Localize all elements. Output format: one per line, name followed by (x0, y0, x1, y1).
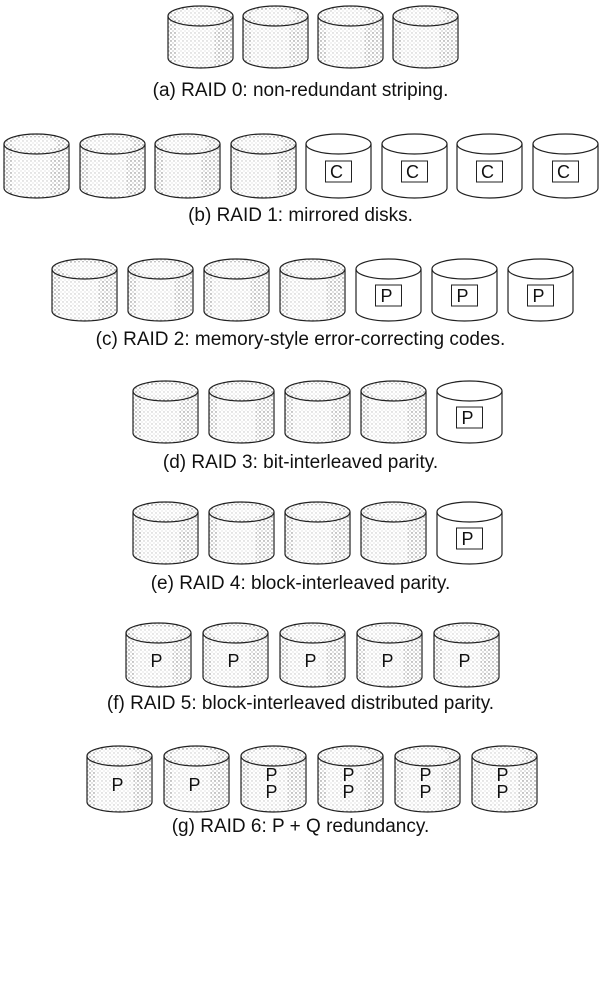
raid2-caption: (c) RAID 2: memory-style error-correctin… (95, 329, 506, 350)
disk-label: P (458, 651, 470, 671)
disk-icon: PP (317, 745, 384, 813)
disk-icon (127, 258, 194, 322)
disk-label: C (557, 162, 570, 182)
disk-icon: P (86, 745, 153, 813)
disk-label: C (481, 162, 494, 182)
raid3-disks: P (0, 379, 601, 447)
disk-label: P (461, 408, 473, 428)
raid4-disks: P (0, 500, 601, 568)
disk-label: P (419, 782, 431, 802)
disk-icon: PP (394, 745, 461, 813)
disk-label: P (532, 286, 544, 306)
disk-icon: P (125, 622, 192, 688)
disk-icon (392, 5, 459, 69)
raid4-row: P (e) RAID 4: block-interleaved parity. (0, 496, 601, 599)
disk-icon: C (456, 133, 523, 199)
disk-label: P (265, 782, 277, 802)
raid6-caption: (g) RAID 6: P + Q redundancy. (171, 816, 430, 837)
disk-icon: C (305, 133, 372, 199)
raid3-caption: (d) RAID 3: bit-interleaved parity. (162, 452, 439, 473)
disk-label: C (330, 162, 343, 182)
disk-label: C (406, 162, 419, 182)
raid0-disks (0, 4, 601, 72)
disk-icon (242, 5, 309, 69)
raid1-row: C C C C (b) RAID 1: mirrored disks. (0, 128, 601, 231)
disk-icon (3, 133, 70, 199)
disk-label: P (150, 651, 162, 671)
disk-icon (284, 501, 351, 565)
disk-icon: PP (240, 745, 307, 813)
disk-label: P (304, 651, 316, 671)
disk-icon: P (507, 258, 574, 322)
disk-icon (51, 258, 118, 322)
disk-label: P (188, 775, 200, 795)
disk-icon (203, 258, 270, 322)
disk-label: P (496, 782, 508, 802)
disk-icon (167, 5, 234, 69)
disk-icon: P (202, 622, 269, 688)
raid1-caption: (b) RAID 1: mirrored disks. (188, 205, 413, 226)
disk-icon (78, 133, 146, 199)
disk-icon: P (279, 622, 346, 688)
disk-label: P (227, 651, 239, 671)
disk-label: P (456, 286, 468, 306)
disk-icon: C (380, 133, 448, 199)
disk-icon: P (163, 745, 230, 813)
disk-label: P (380, 286, 392, 306)
raid0-row: (a) RAID 0: non-redundant striping. (0, 0, 601, 106)
raid5-row: P P P P P (f) RAID 5: block-interleaved dist… (0, 617, 601, 719)
disk-icon (229, 133, 297, 199)
disk-label: P (419, 765, 431, 785)
disk-icon: C (531, 133, 599, 199)
disk-icon: P (436, 380, 503, 444)
disk-icon: P (431, 258, 498, 322)
disk-label: P (111, 775, 123, 795)
disk-icon: P (436, 501, 503, 565)
disk-icon: P (355, 258, 422, 322)
raid2-row: P P P (c) RAID 2: memory-style error-corre… (0, 253, 601, 355)
raid0-caption: (a) RAID 0: non-redundant striping. (152, 80, 449, 101)
disk-icon (360, 380, 427, 444)
disk-label: P (342, 765, 354, 785)
disk-icon (208, 380, 275, 444)
disk-label: P (496, 765, 508, 785)
disk-icon (284, 380, 351, 444)
disk-label: P (381, 651, 393, 671)
disk-label: P (265, 765, 277, 785)
disk-icon: P (433, 622, 500, 688)
disk-icon (279, 258, 346, 322)
disk-icon (360, 501, 427, 565)
disk-label: P (342, 782, 354, 802)
disk-icon: P (356, 622, 423, 688)
raid5-caption: (f) RAID 5: block-interleaved distribute… (106, 693, 495, 714)
disk-icon (317, 5, 384, 69)
raid3-row: P (d) RAID 3: bit-interleaved parity. (0, 375, 601, 478)
disk-icon: PP (471, 745, 538, 813)
disk-icon (132, 380, 199, 444)
disk-icon (154, 133, 221, 199)
disk-icon (208, 501, 275, 565)
disk-icon (132, 501, 199, 565)
raid4-caption: (e) RAID 4: block-interleaved parity. (150, 573, 451, 594)
disk-label: P (461, 529, 473, 549)
